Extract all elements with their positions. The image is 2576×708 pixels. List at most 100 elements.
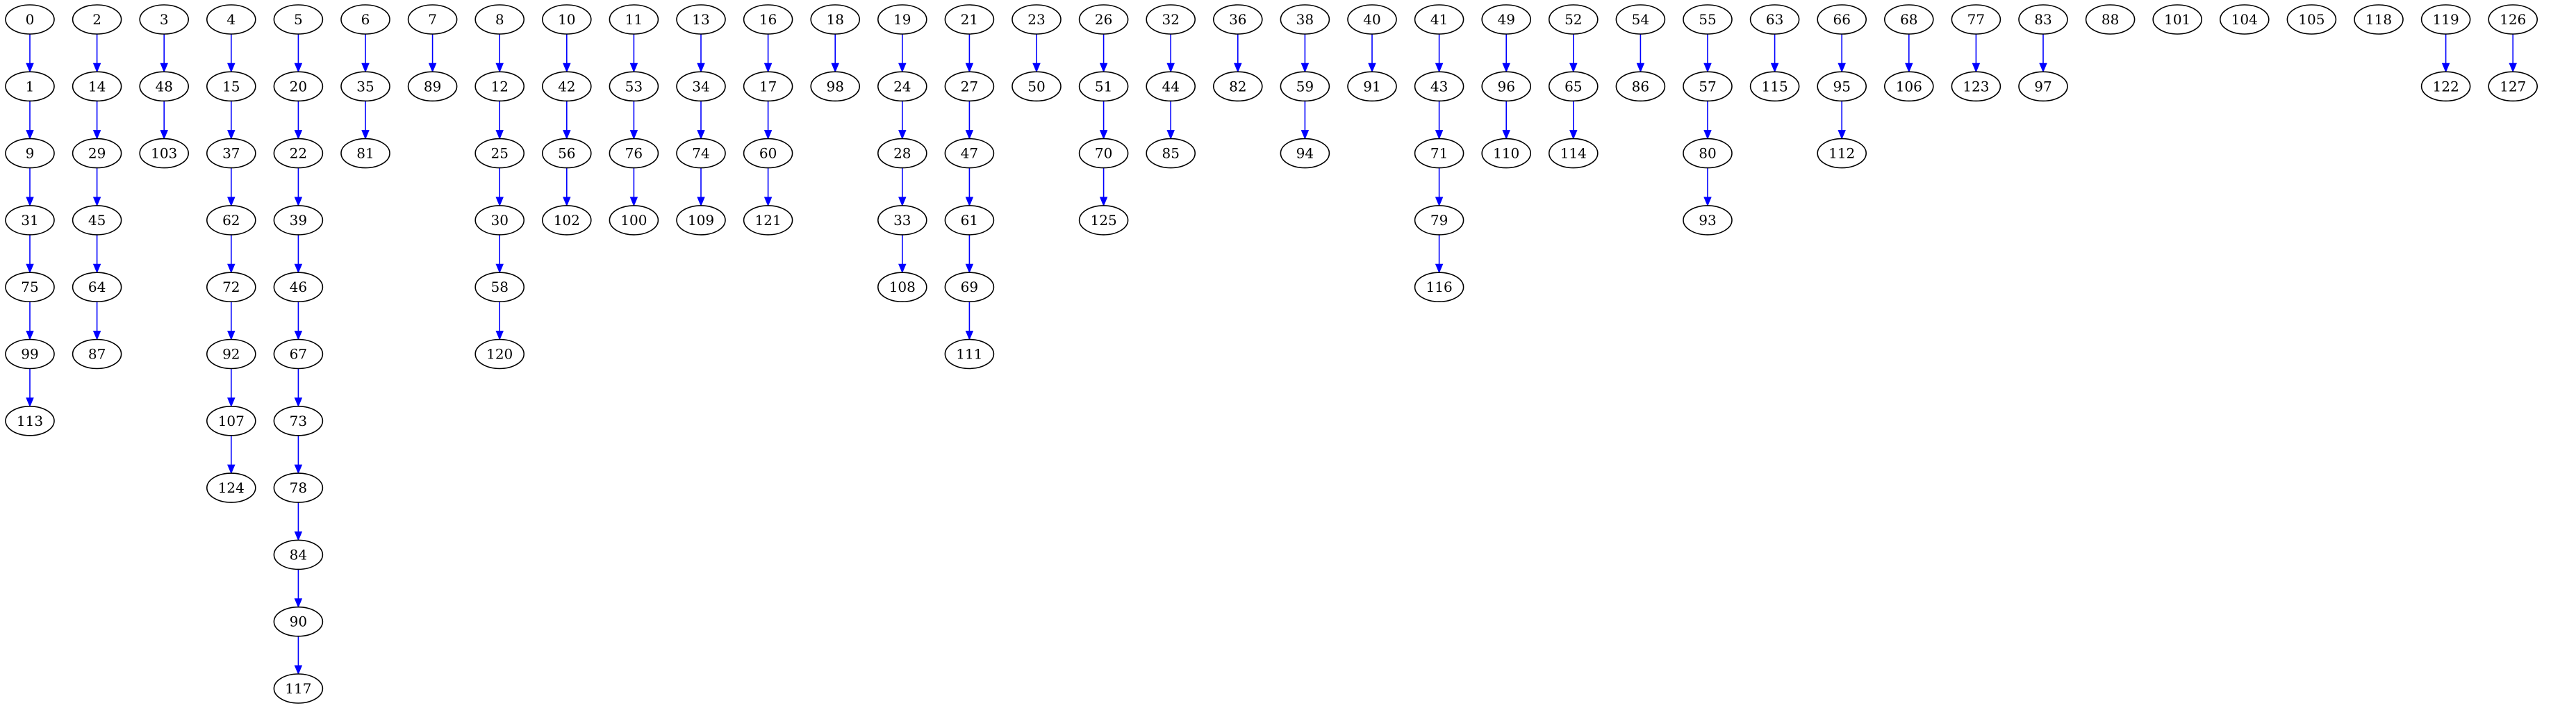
node-label: 39 bbox=[290, 212, 307, 229]
node-ellipse bbox=[1683, 138, 1733, 169]
node-label: 41 bbox=[1430, 11, 1448, 28]
node-ellipse bbox=[877, 4, 927, 35]
edge-14-to-29 bbox=[92, 101, 101, 140]
edge-8-to-12 bbox=[495, 34, 504, 73]
node-19: 19 bbox=[877, 4, 927, 35]
node-ellipse bbox=[1683, 71, 1733, 102]
node-ellipse bbox=[407, 71, 458, 102]
node-ellipse bbox=[206, 472, 256, 503]
node-ellipse bbox=[340, 138, 390, 169]
arrowhead-icon bbox=[26, 263, 34, 274]
edge-66-to-95 bbox=[1838, 34, 1846, 73]
node-86: 86 bbox=[1615, 71, 1666, 102]
node-52: 52 bbox=[1549, 4, 1599, 35]
node-121: 121 bbox=[743, 205, 793, 236]
node-23: 23 bbox=[1012, 4, 1062, 35]
edge-43-to-71 bbox=[1435, 101, 1444, 140]
node-ellipse bbox=[206, 405, 256, 436]
arrowhead-icon bbox=[361, 63, 370, 73]
node-ellipse bbox=[273, 338, 324, 370]
node-label: 58 bbox=[490, 279, 508, 295]
node-label: 28 bbox=[893, 145, 911, 162]
node-62: 62 bbox=[206, 205, 256, 236]
node-label: 56 bbox=[558, 145, 575, 162]
node-ellipse bbox=[609, 205, 659, 236]
node-45: 45 bbox=[72, 205, 122, 236]
node-ellipse bbox=[1615, 71, 1666, 102]
arrowhead-icon bbox=[697, 197, 705, 207]
node-ellipse bbox=[541, 205, 592, 236]
node-109: 109 bbox=[676, 205, 726, 236]
node-label: 105 bbox=[2298, 11, 2325, 28]
node-49: 49 bbox=[1481, 4, 1531, 35]
arrowhead-icon bbox=[965, 63, 974, 73]
node-ellipse bbox=[2354, 4, 2404, 35]
node-label: 49 bbox=[1497, 11, 1514, 28]
node-17: 17 bbox=[743, 71, 793, 102]
edge-76-to-100 bbox=[629, 167, 638, 207]
node-label: 65 bbox=[1564, 78, 1582, 94]
edge-23-to-50 bbox=[1032, 34, 1041, 73]
edge-95-to-112 bbox=[1838, 101, 1846, 140]
node-ellipse bbox=[1414, 71, 1464, 102]
node-label: 30 bbox=[490, 212, 508, 229]
arrowhead-icon bbox=[92, 263, 101, 274]
arrowhead-icon bbox=[361, 130, 370, 140]
node-111: 111 bbox=[944, 338, 995, 370]
edge-63-to-115 bbox=[1770, 34, 1779, 73]
node-label: 20 bbox=[290, 78, 307, 94]
node-72: 72 bbox=[206, 272, 256, 303]
edge-48-to-103 bbox=[160, 101, 168, 140]
node-ellipse bbox=[1012, 4, 1062, 35]
node-85: 85 bbox=[1146, 138, 1196, 169]
arrowhead-icon bbox=[495, 130, 504, 140]
arrowhead-icon bbox=[294, 665, 303, 675]
node-label: 14 bbox=[88, 78, 106, 94]
node-label: 13 bbox=[692, 11, 709, 28]
node-label: 86 bbox=[1632, 78, 1649, 94]
edge-75-to-99 bbox=[26, 302, 34, 340]
node-ellipse bbox=[5, 138, 55, 169]
node-label: 35 bbox=[356, 78, 374, 94]
edge-49-to-96 bbox=[1502, 34, 1510, 73]
node-label: 88 bbox=[2102, 11, 2119, 28]
arrowhead-icon bbox=[227, 397, 236, 408]
node-20: 20 bbox=[273, 71, 324, 102]
edge-31-to-75 bbox=[26, 234, 34, 274]
node-ellipse bbox=[676, 138, 726, 169]
edge-51-to-70 bbox=[1099, 101, 1108, 140]
node-ellipse bbox=[944, 71, 995, 102]
node-label: 126 bbox=[2500, 11, 2526, 28]
node-9: 9 bbox=[5, 138, 55, 169]
node-55: 55 bbox=[1683, 4, 1733, 35]
arrowhead-icon bbox=[629, 130, 638, 140]
node-21: 21 bbox=[944, 4, 995, 35]
node-6: 6 bbox=[340, 4, 390, 35]
edge-41-to-43 bbox=[1435, 34, 1444, 73]
node-label: 55 bbox=[1699, 11, 1716, 28]
node-ellipse bbox=[340, 71, 390, 102]
arrowhead-icon bbox=[92, 130, 101, 140]
edge-27-to-47 bbox=[965, 101, 974, 140]
node-120: 120 bbox=[474, 338, 525, 370]
arrowhead-icon bbox=[763, 63, 773, 73]
node-ellipse bbox=[944, 272, 995, 303]
node-ellipse bbox=[1549, 71, 1599, 102]
node-39: 39 bbox=[273, 205, 324, 236]
node-114: 114 bbox=[1549, 138, 1599, 169]
node-ellipse bbox=[273, 405, 324, 436]
node-76: 76 bbox=[609, 138, 659, 169]
node-ellipse bbox=[1280, 138, 1330, 169]
arrowhead-icon bbox=[1569, 130, 1578, 140]
edge-1-to-9 bbox=[26, 101, 34, 140]
node-label: 70 bbox=[1095, 145, 1112, 162]
node-label: 106 bbox=[1896, 78, 1922, 94]
node-label: 63 bbox=[1766, 11, 1783, 28]
node-label: 44 bbox=[1162, 78, 1179, 94]
edge-10-to-42 bbox=[563, 34, 571, 73]
node-ellipse bbox=[273, 205, 324, 236]
node-label: 64 bbox=[88, 279, 106, 295]
edge-96-to-110 bbox=[1502, 101, 1510, 140]
arrowhead-icon bbox=[26, 63, 34, 73]
node-label: 42 bbox=[558, 78, 575, 94]
